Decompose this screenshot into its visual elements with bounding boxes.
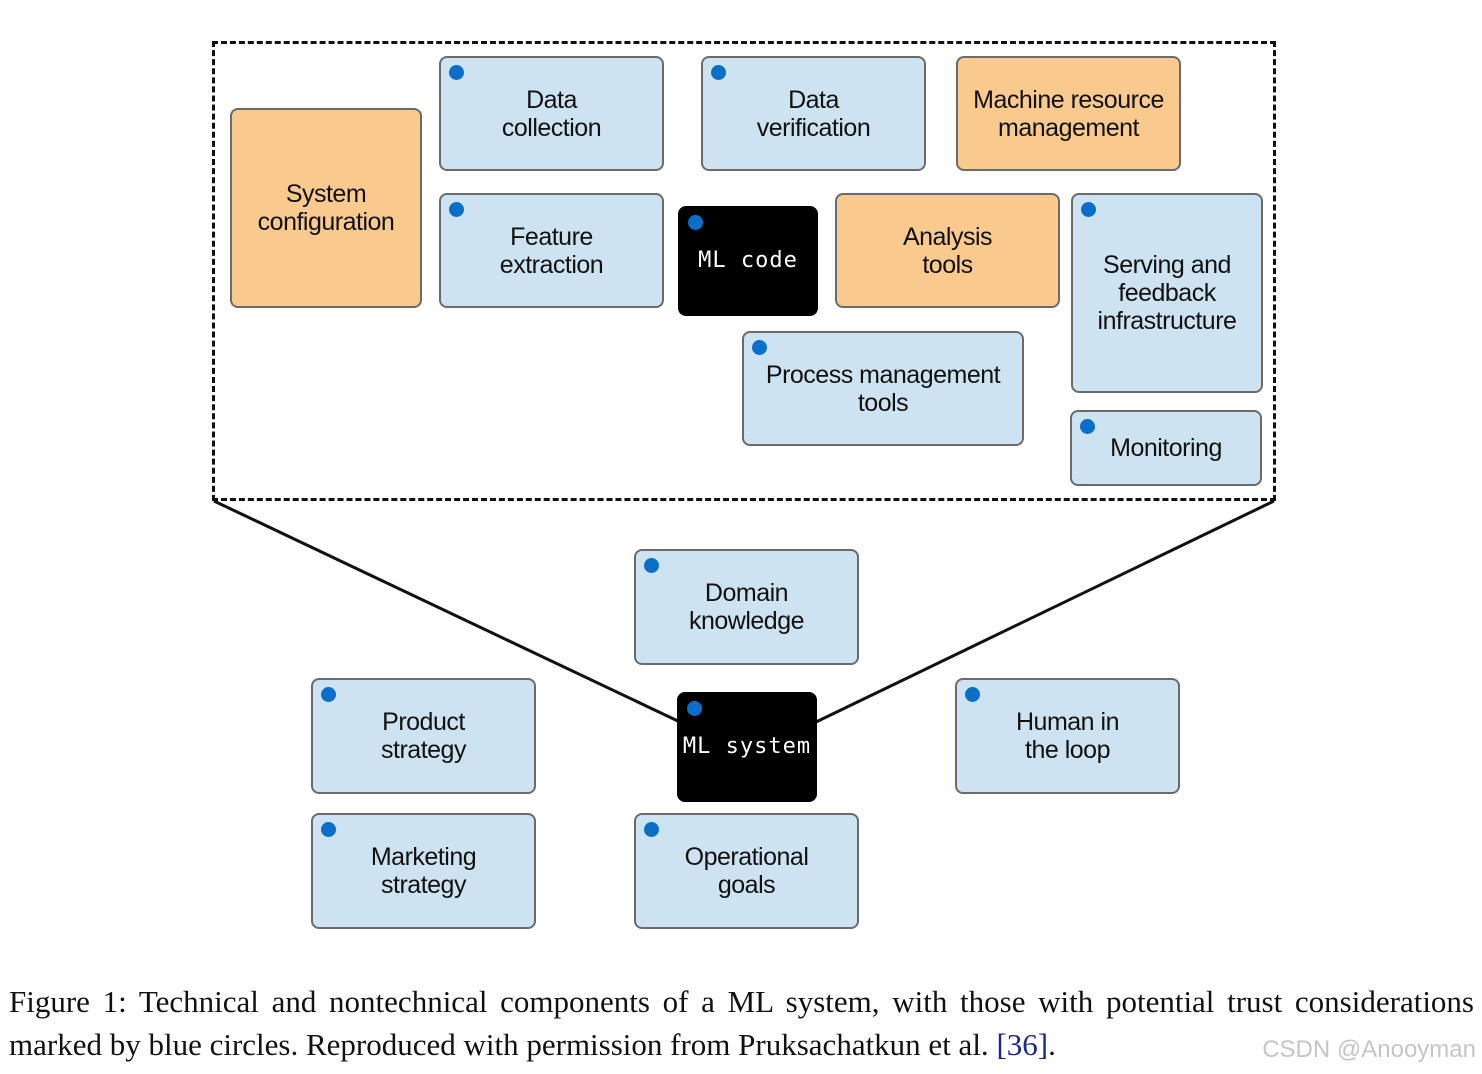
machine-resource-management-label: Machine resource management bbox=[973, 85, 1164, 142]
monitoring-box: Monitoring bbox=[1070, 410, 1262, 486]
trust-dot-icon bbox=[644, 558, 659, 573]
ml-code-box: ML code bbox=[678, 206, 818, 316]
analysis-tools-box: Analysis tools bbox=[835, 193, 1060, 308]
system-configuration-box: System configuration bbox=[230, 108, 422, 308]
trust-dot-icon bbox=[711, 65, 726, 80]
process-management-tools-box: Process management tools bbox=[742, 331, 1024, 446]
trust-dot-icon bbox=[687, 701, 702, 716]
domain-knowledge-label: Domain knowledge bbox=[688, 579, 805, 635]
caption-text: Figure 1: Technical and nontechnical com… bbox=[9, 984, 1474, 1062]
ml-system-label: ML system bbox=[682, 734, 812, 759]
trust-dot-icon bbox=[1080, 419, 1095, 434]
trust-dot-icon bbox=[449, 65, 464, 80]
watermark: CSDN @Anooyman bbox=[1262, 1036, 1476, 1063]
trust-dot-icon bbox=[644, 822, 659, 837]
ml-code-label: ML code bbox=[698, 248, 798, 273]
human-in-the-loop-box: Human in the loop bbox=[955, 678, 1180, 794]
marketing-strategy-label: Marketing strategy bbox=[370, 843, 477, 899]
operational-goals-box: Operational goals bbox=[634, 813, 859, 929]
trust-dot-icon bbox=[752, 340, 767, 355]
marketing-strategy-box: Marketing strategy bbox=[311, 813, 536, 929]
serving-feedback-box: Serving and feedback infrastructure bbox=[1071, 193, 1263, 393]
connector-right bbox=[815, 499, 1275, 724]
trust-dot-icon bbox=[449, 202, 464, 217]
operational-goals-label: Operational goals bbox=[684, 843, 809, 899]
analysis-tools-label: Analysis tools bbox=[902, 222, 993, 279]
trust-dot-icon bbox=[321, 687, 336, 702]
trust-dot-icon bbox=[688, 215, 703, 230]
machine-resource-management-box: Machine resource management bbox=[956, 56, 1181, 171]
data-collection-box: Data collection bbox=[439, 56, 664, 171]
caption-citation-link[interactable]: [36] bbox=[996, 1027, 1049, 1062]
figure-caption: Figure 1: Technical and nontechnical com… bbox=[9, 980, 1474, 1066]
product-strategy-label: Product strategy bbox=[381, 708, 466, 764]
domain-knowledge-box: Domain knowledge bbox=[634, 549, 859, 665]
caption-end: . bbox=[1048, 1027, 1056, 1062]
data-collection-label: Data collection bbox=[501, 85, 602, 142]
data-verification-label: Data verification bbox=[756, 85, 871, 142]
feature-extraction-box: Feature extraction bbox=[439, 193, 664, 308]
trust-dot-icon bbox=[965, 687, 980, 702]
serving-feedback-label: Serving and feedback infrastructure bbox=[1097, 251, 1237, 335]
monitoring-label: Monitoring bbox=[1110, 434, 1222, 462]
data-verification-box: Data verification bbox=[701, 56, 926, 171]
trust-dot-icon bbox=[1081, 202, 1096, 217]
connector-left bbox=[213, 499, 681, 724]
human-in-the-loop-label: Human in the loop bbox=[1016, 708, 1120, 764]
ml-code-zoom-frame bbox=[212, 41, 1276, 501]
system-configuration-label: System configuration bbox=[257, 180, 395, 236]
trust-dot-icon bbox=[321, 822, 336, 837]
feature-extraction-label: Feature extraction bbox=[499, 222, 604, 279]
ml-system-box: ML system bbox=[677, 692, 817, 802]
process-management-tools-label: Process management tools bbox=[765, 360, 1001, 417]
product-strategy-box: Product strategy bbox=[311, 678, 536, 794]
